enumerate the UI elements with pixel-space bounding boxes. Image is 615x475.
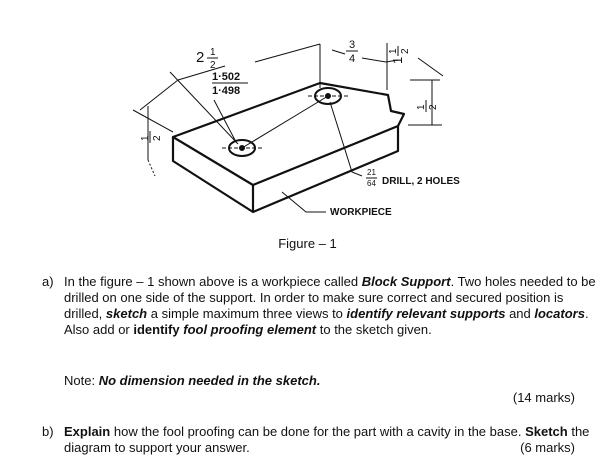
workpiece-figure: 2 1 2 1·502 1·498 1 2 3 4 1 1 2 1 (132, 39, 460, 218)
question-b-label: b) (42, 424, 54, 439)
question-a-marks: (14 marks) (512, 390, 575, 405)
dim-step-den: 4 (349, 53, 355, 65)
block-right-face (252, 126, 400, 214)
dim-top-num: 1 (210, 47, 216, 58)
dim-width-whole: 1 (390, 57, 405, 64)
dim-top-whole: 2 (196, 49, 204, 66)
dim-width-den: 2 (400, 48, 411, 54)
question-a-label: a) (42, 274, 54, 289)
question-a-note: Note: No dimension needed in the sketch. (64, 373, 321, 388)
figure-caption: Figure – 1 (278, 236, 337, 251)
dim-width-num: 1 (388, 48, 399, 54)
block-front-face (171, 137, 255, 214)
question-b-marks: (6 marks) (520, 440, 575, 455)
workpiece-label: WORKPIECE (330, 207, 392, 218)
question-b-text: Explain how the fool proofing can be don… (64, 424, 590, 455)
workpiece-drawing: 2 1 2 1·502 1·498 1 2 3 4 1 1 2 1 (132, 39, 460, 218)
dim-left-num: 1 (140, 135, 151, 141)
dim-right-den: 2 (428, 104, 439, 110)
dim-step-num: 3 (349, 39, 355, 51)
drill-label: DRILL, 2 HOLES (382, 176, 460, 187)
dim-right-num: 1 (416, 104, 427, 110)
dim-left-den: 2 (152, 135, 163, 141)
question-a-text: In the figure – 1 shown above is a workp… (64, 274, 596, 337)
drill-den: 64 (367, 179, 376, 188)
block-top-face (171, 81, 406, 187)
hole-tol-upper: 1·502 (212, 71, 240, 83)
dim-top-den: 2 (210, 60, 216, 71)
drill-num: 21 (367, 168, 376, 177)
hole-tol-lower: 1·498 (212, 85, 240, 97)
